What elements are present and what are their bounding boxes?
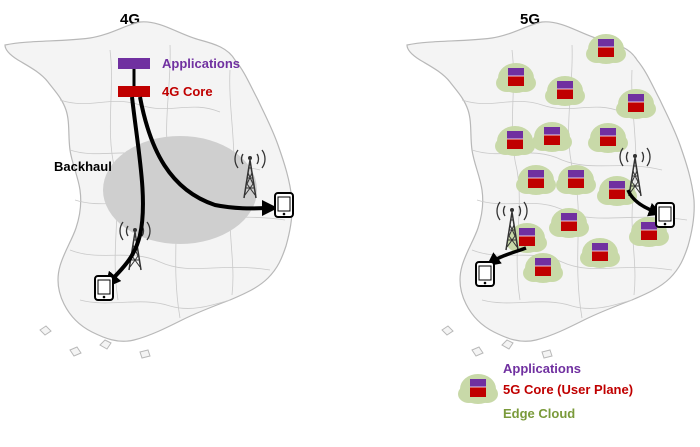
panel-4g: 4G Backhaul Applications 4G Core bbox=[4, 11, 294, 359]
mobile-phone-icon bbox=[475, 261, 495, 287]
legend-applications: Applications bbox=[503, 361, 581, 376]
edge-cloud-icon bbox=[457, 373, 499, 405]
core-4g-label: 4G Core bbox=[162, 84, 213, 99]
panel-5g: 5G bbox=[406, 11, 695, 359]
backhaul-area bbox=[103, 136, 257, 244]
legend-edge-cloud: Edge Cloud bbox=[503, 406, 575, 421]
applications-marker bbox=[118, 58, 150, 69]
legend: Applications 5G Core (User Plane) Edge C… bbox=[457, 361, 633, 421]
core-4g-marker bbox=[118, 86, 150, 97]
backhaul-arrow-right bbox=[138, 96, 278, 217]
legend-core-user-plane: 5G Core (User Plane) bbox=[503, 382, 633, 397]
backhaul-label: Backhaul bbox=[54, 159, 112, 174]
mobile-phone-icon bbox=[274, 192, 294, 218]
mobile-phone-icon bbox=[94, 275, 114, 301]
edge-link-left bbox=[486, 246, 527, 267]
applications-label: Applications bbox=[162, 56, 240, 71]
backhaul-arrow-left bbox=[104, 96, 145, 289]
edge-link-right bbox=[626, 189, 663, 217]
mobile-phone-icon bbox=[655, 202, 675, 228]
